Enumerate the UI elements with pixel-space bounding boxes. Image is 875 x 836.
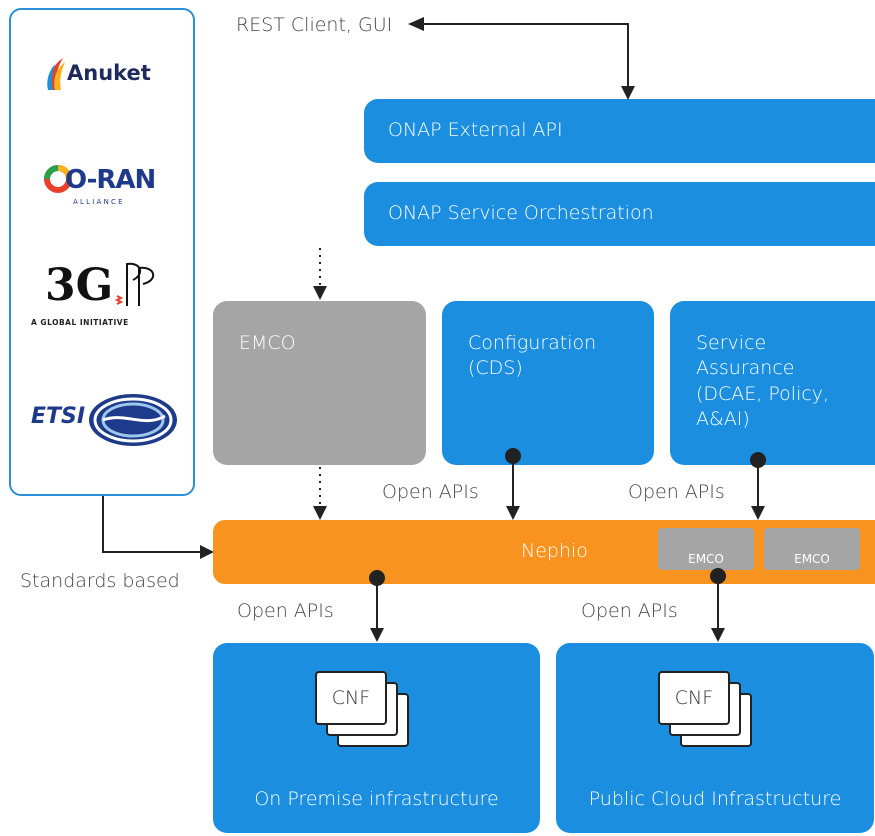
emco-label: EMCO: [239, 332, 296, 354]
oran-subtitle: A L L I A N C E: [73, 198, 123, 206]
on-premise-cnf-label: CNF: [331, 687, 371, 709]
onap-external-api-label: ONAP External API: [388, 119, 563, 141]
open-apis-assurance-caption: Open APIs: [628, 481, 725, 503]
config-to-nephio-connector: [505, 448, 521, 520]
public-cloud-infrastructure-box[interactable]: CNF Public Cloud Infrastructure: [556, 643, 874, 833]
public-cloud-cnf-stack: CNF: [658, 671, 758, 749]
anuket-logo: Anuket: [45, 54, 175, 94]
svg-text:3G: 3G: [45, 260, 113, 311]
nephio-to-cloud-connector: [710, 568, 726, 642]
emco-dotted-connector-top: [313, 248, 327, 300]
nephio-emco-chip-1[interactable]: EMCO: [658, 528, 754, 570]
service-assurance-line-1: Service: [696, 332, 767, 354]
service-assurance-box[interactable]: Service Assurance (DCAE, Policy, A&AI): [670, 301, 875, 465]
service-assurance-line-4: A&AI): [696, 407, 750, 430]
cnf-card-front: CNF: [658, 671, 730, 725]
open-apis-onprem-caption: Open APIs: [237, 600, 334, 622]
standards-based-caption: Standards based: [20, 570, 180, 592]
3gpp-logo: 3G A GLOBAL INITIATIVE: [31, 254, 181, 336]
open-apis-cloud-caption: Open APIs: [581, 600, 678, 622]
onap-service-orchestration-box[interactable]: ONAP Service Orchestration: [364, 182, 875, 246]
etsi-logo: ETSI: [27, 392, 187, 448]
assurance-to-nephio-connector: [750, 452, 766, 520]
onap-external-api-box[interactable]: ONAP External API: [364, 99, 875, 163]
cnf-card-front: CNF: [315, 671, 387, 725]
standards-panel: Anuket O-RAN A L L I A N C E 3G A GLOBAL…: [9, 8, 195, 496]
nephio-emco-chip-1-label: EMCO: [688, 552, 724, 566]
on-premise-cnf-stack: CNF: [315, 671, 415, 749]
nephio-to-onprem-connector: [369, 570, 385, 642]
3gpp-subtitle: A GLOBAL INITIATIVE: [31, 318, 129, 327]
nephio-bar[interactable]: Nephio EMCO EMCO: [213, 520, 875, 584]
public-cloud-cnf-label: CNF: [674, 687, 714, 709]
cds-label: (CDS): [468, 357, 523, 380]
anuket-wordmark: Anuket: [67, 61, 151, 85]
rest-client-label: REST Client, GUI: [236, 14, 393, 36]
on-premise-infrastructure-box[interactable]: CNF On Premise infrastructure: [213, 643, 540, 833]
nephio-emco-chip-2[interactable]: EMCO: [764, 528, 860, 570]
on-premise-title: On Premise infrastructure: [254, 788, 499, 810]
emco-box[interactable]: EMCO: [213, 301, 426, 465]
rest-client-connector: [408, 17, 635, 100]
onap-service-orchestration-label: ONAP Service Orchestration: [388, 202, 654, 224]
configuration-label: Configuration: [468, 332, 597, 354]
service-assurance-line-3: (DCAE, Policy,: [696, 382, 830, 405]
public-cloud-title: Public Cloud Infrastructure: [588, 788, 842, 810]
open-apis-config-caption: Open APIs: [382, 481, 479, 503]
nephio-label: Nephio: [521, 540, 588, 562]
oran-logo: O-RAN A L L I A N C E: [43, 162, 173, 212]
oran-wordmark: O-RAN: [65, 165, 156, 195]
nephio-emco-chip-2-label: EMCO: [794, 552, 830, 566]
configuration-cds-box[interactable]: Configuration (CDS): [442, 301, 654, 465]
service-assurance-line-2: Assurance: [696, 357, 795, 380]
standards-to-nephio-connector: [102, 496, 214, 559]
etsi-wordmark: ETSI: [31, 404, 86, 429]
emco-dotted-connector-bottom: [313, 467, 327, 520]
